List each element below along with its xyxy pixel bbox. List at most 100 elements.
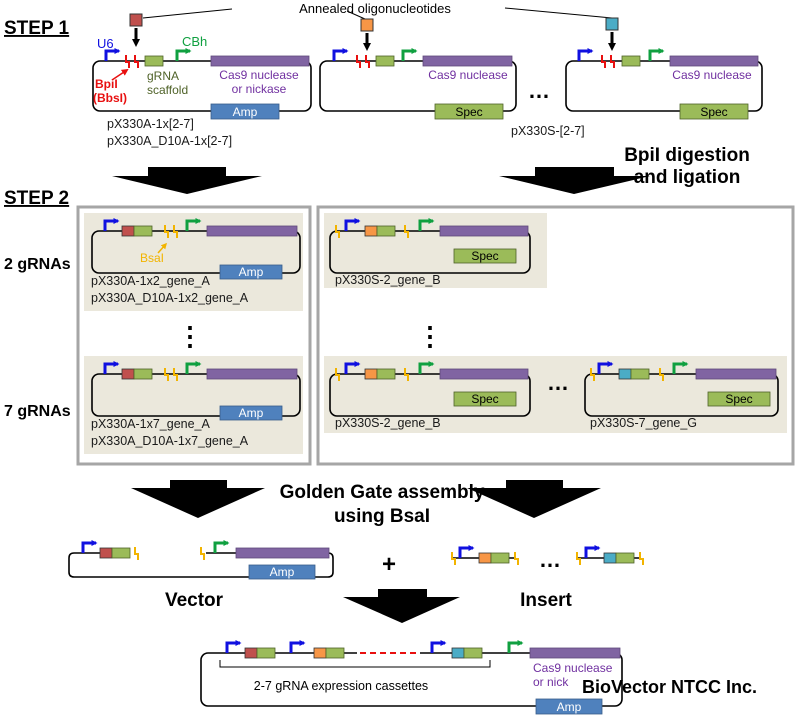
grna-scaffold-box <box>133 368 153 380</box>
plasmid-px330s-7-gene-g <box>584 364 779 417</box>
bsai-site-icon <box>134 546 139 561</box>
spacer-cyan-box <box>451 647 465 659</box>
bsai-site-icon <box>451 551 456 566</box>
cas9-box <box>439 368 529 380</box>
cas9-box <box>210 55 310 67</box>
bsai-site-icon <box>639 551 644 566</box>
plasmid-name-px330s-2-gene-b-top: pX330S-2_gene_B <box>335 273 441 287</box>
plus-sign: + <box>382 551 396 578</box>
u6-label: U6 <box>97 36 114 51</box>
amp-label-bottom: Amp <box>239 406 264 420</box>
cassettes-label: 2-7 gRNA expression cassettes <box>254 679 428 693</box>
grna-scaffold-box <box>630 368 650 380</box>
cas9-label-final-1: Cas9 nuclease <box>533 661 613 675</box>
spec-label-b: Spec <box>455 105 482 119</box>
plasmid-px330a-1x2 <box>91 221 301 280</box>
row-2-grnas: 2 gRNAs <box>4 256 71 273</box>
down-arrow-left-2 <box>131 480 265 518</box>
vector-label: Vector <box>165 590 224 611</box>
spec-label-bottom-g: Spec <box>725 392 752 406</box>
annealed-oligos-label: Annealed oligonucleotides <box>299 1 451 16</box>
amp-box <box>535 698 603 715</box>
u6-promoter-icon <box>579 51 592 61</box>
cas9-label-b: Cas9 nuclease <box>428 68 508 82</box>
u6-promoter-icon <box>432 643 445 653</box>
grna-scaffold-box <box>615 552 635 564</box>
golden-gate-line1: Golden Gate assembly <box>280 482 485 503</box>
plasmid-name-px330a-1x7-gene-a: pX330A-1x7_gene_A <box>91 417 211 431</box>
annealed-leader-a <box>142 8 233 19</box>
plasmid-name-px330a-d10a-1x7-gene-a: pX330A_D10A-1x7_gene_A <box>91 434 249 448</box>
insert-fragment-cyan <box>576 548 644 566</box>
down-arrow-final <box>343 589 460 623</box>
bpii-site-icon <box>134 54 139 69</box>
grna-label: gRNA <box>147 69 179 83</box>
vdots-right: ⋮ <box>417 321 443 351</box>
plasmid-px330a-1x7 <box>91 364 301 421</box>
insert-fragment-orange <box>451 548 519 566</box>
grna-scaffold-box <box>256 647 276 659</box>
bsai-site-icon <box>514 551 519 566</box>
amp-box <box>210 103 280 120</box>
cas9-label-a1: Cas9 nuclease <box>219 68 299 82</box>
cas9-box <box>439 225 529 237</box>
bsai-pointer <box>157 242 167 254</box>
u6-promoter-icon <box>227 643 240 653</box>
spec-box <box>434 103 504 120</box>
spacer-orange-box <box>364 368 378 380</box>
grna-scaffold-box <box>111 547 131 559</box>
plasmid-px330s-2-gene-b-top <box>329 221 531 274</box>
spec-box <box>679 103 749 120</box>
amp-box <box>248 564 316 580</box>
cas9-box <box>669 55 759 67</box>
plasmid-name-px330a-d10a-1x2-gene-a: pX330A_D10A-1x2_gene_A <box>91 291 249 305</box>
amp-label: Amp <box>233 105 258 119</box>
spec-label-c: Spec <box>700 105 727 119</box>
spec-box <box>453 248 517 264</box>
amp-label-final: Amp <box>557 700 582 714</box>
u6-promoter-icon <box>586 548 599 558</box>
grna-scaffold-box <box>621 55 641 67</box>
down-arrow-left-1 <box>112 167 262 194</box>
group-box-vectors <box>76 205 312 466</box>
plasmid-name-px330s-7-gene-g: pX330S-7_gene_G <box>590 416 697 430</box>
insert-ellipsis: … <box>539 547 561 572</box>
bpii-site-icon <box>125 54 130 69</box>
bpii-site-icon <box>601 54 606 69</box>
grna-scaffold-box <box>325 647 345 659</box>
cas9-box <box>206 368 298 380</box>
step1-title: STEP 1 <box>4 18 70 39</box>
spacer-cyan-box <box>618 368 632 380</box>
cas9-box <box>695 368 777 380</box>
scaffold-label: scaffold <box>147 83 188 97</box>
cas9-label-c: Cas9 nuclease <box>672 68 752 82</box>
plasmid-px330s-step1-b <box>319 51 517 120</box>
cas9-label-final-2: or nick <box>533 675 569 689</box>
vector-plasmid <box>68 543 334 580</box>
u6-promoter-icon <box>460 548 473 558</box>
plasmid-px330s-2-gene-b-bottom <box>329 364 531 417</box>
spacer-red-box <box>244 647 258 659</box>
bsai-site-icon <box>200 546 205 561</box>
grna-scaffold-box <box>463 647 483 659</box>
cbh-promoter-icon <box>509 643 522 653</box>
watermark: BioVector NTCC Inc. <box>582 677 757 697</box>
final-plasmid <box>200 643 623 715</box>
down-arrow-right-2 <box>467 480 601 518</box>
plasmid-name-px330a-1x: pX330A-1x[2-7] <box>107 117 194 131</box>
cas9-box <box>206 225 298 237</box>
grna-scaffold-box <box>375 55 395 67</box>
spec-label-top: Spec <box>471 249 498 263</box>
grna-scaffold-box <box>490 552 510 564</box>
amp-box <box>219 405 283 421</box>
cassettes-bracket <box>219 660 491 668</box>
u6-promoter-icon <box>291 643 304 653</box>
amp-label-vector: Amp <box>270 565 295 579</box>
grna-scaffold-box <box>133 225 153 237</box>
bbsi-label: (BbsI) <box>93 91 127 105</box>
row-7-grnas: 7 gRNAs <box>4 403 71 420</box>
cas9-box <box>235 547 330 559</box>
spacer-red-box <box>121 225 135 237</box>
plasmid-name-px330s: pX330S-[2-7] <box>511 124 585 138</box>
